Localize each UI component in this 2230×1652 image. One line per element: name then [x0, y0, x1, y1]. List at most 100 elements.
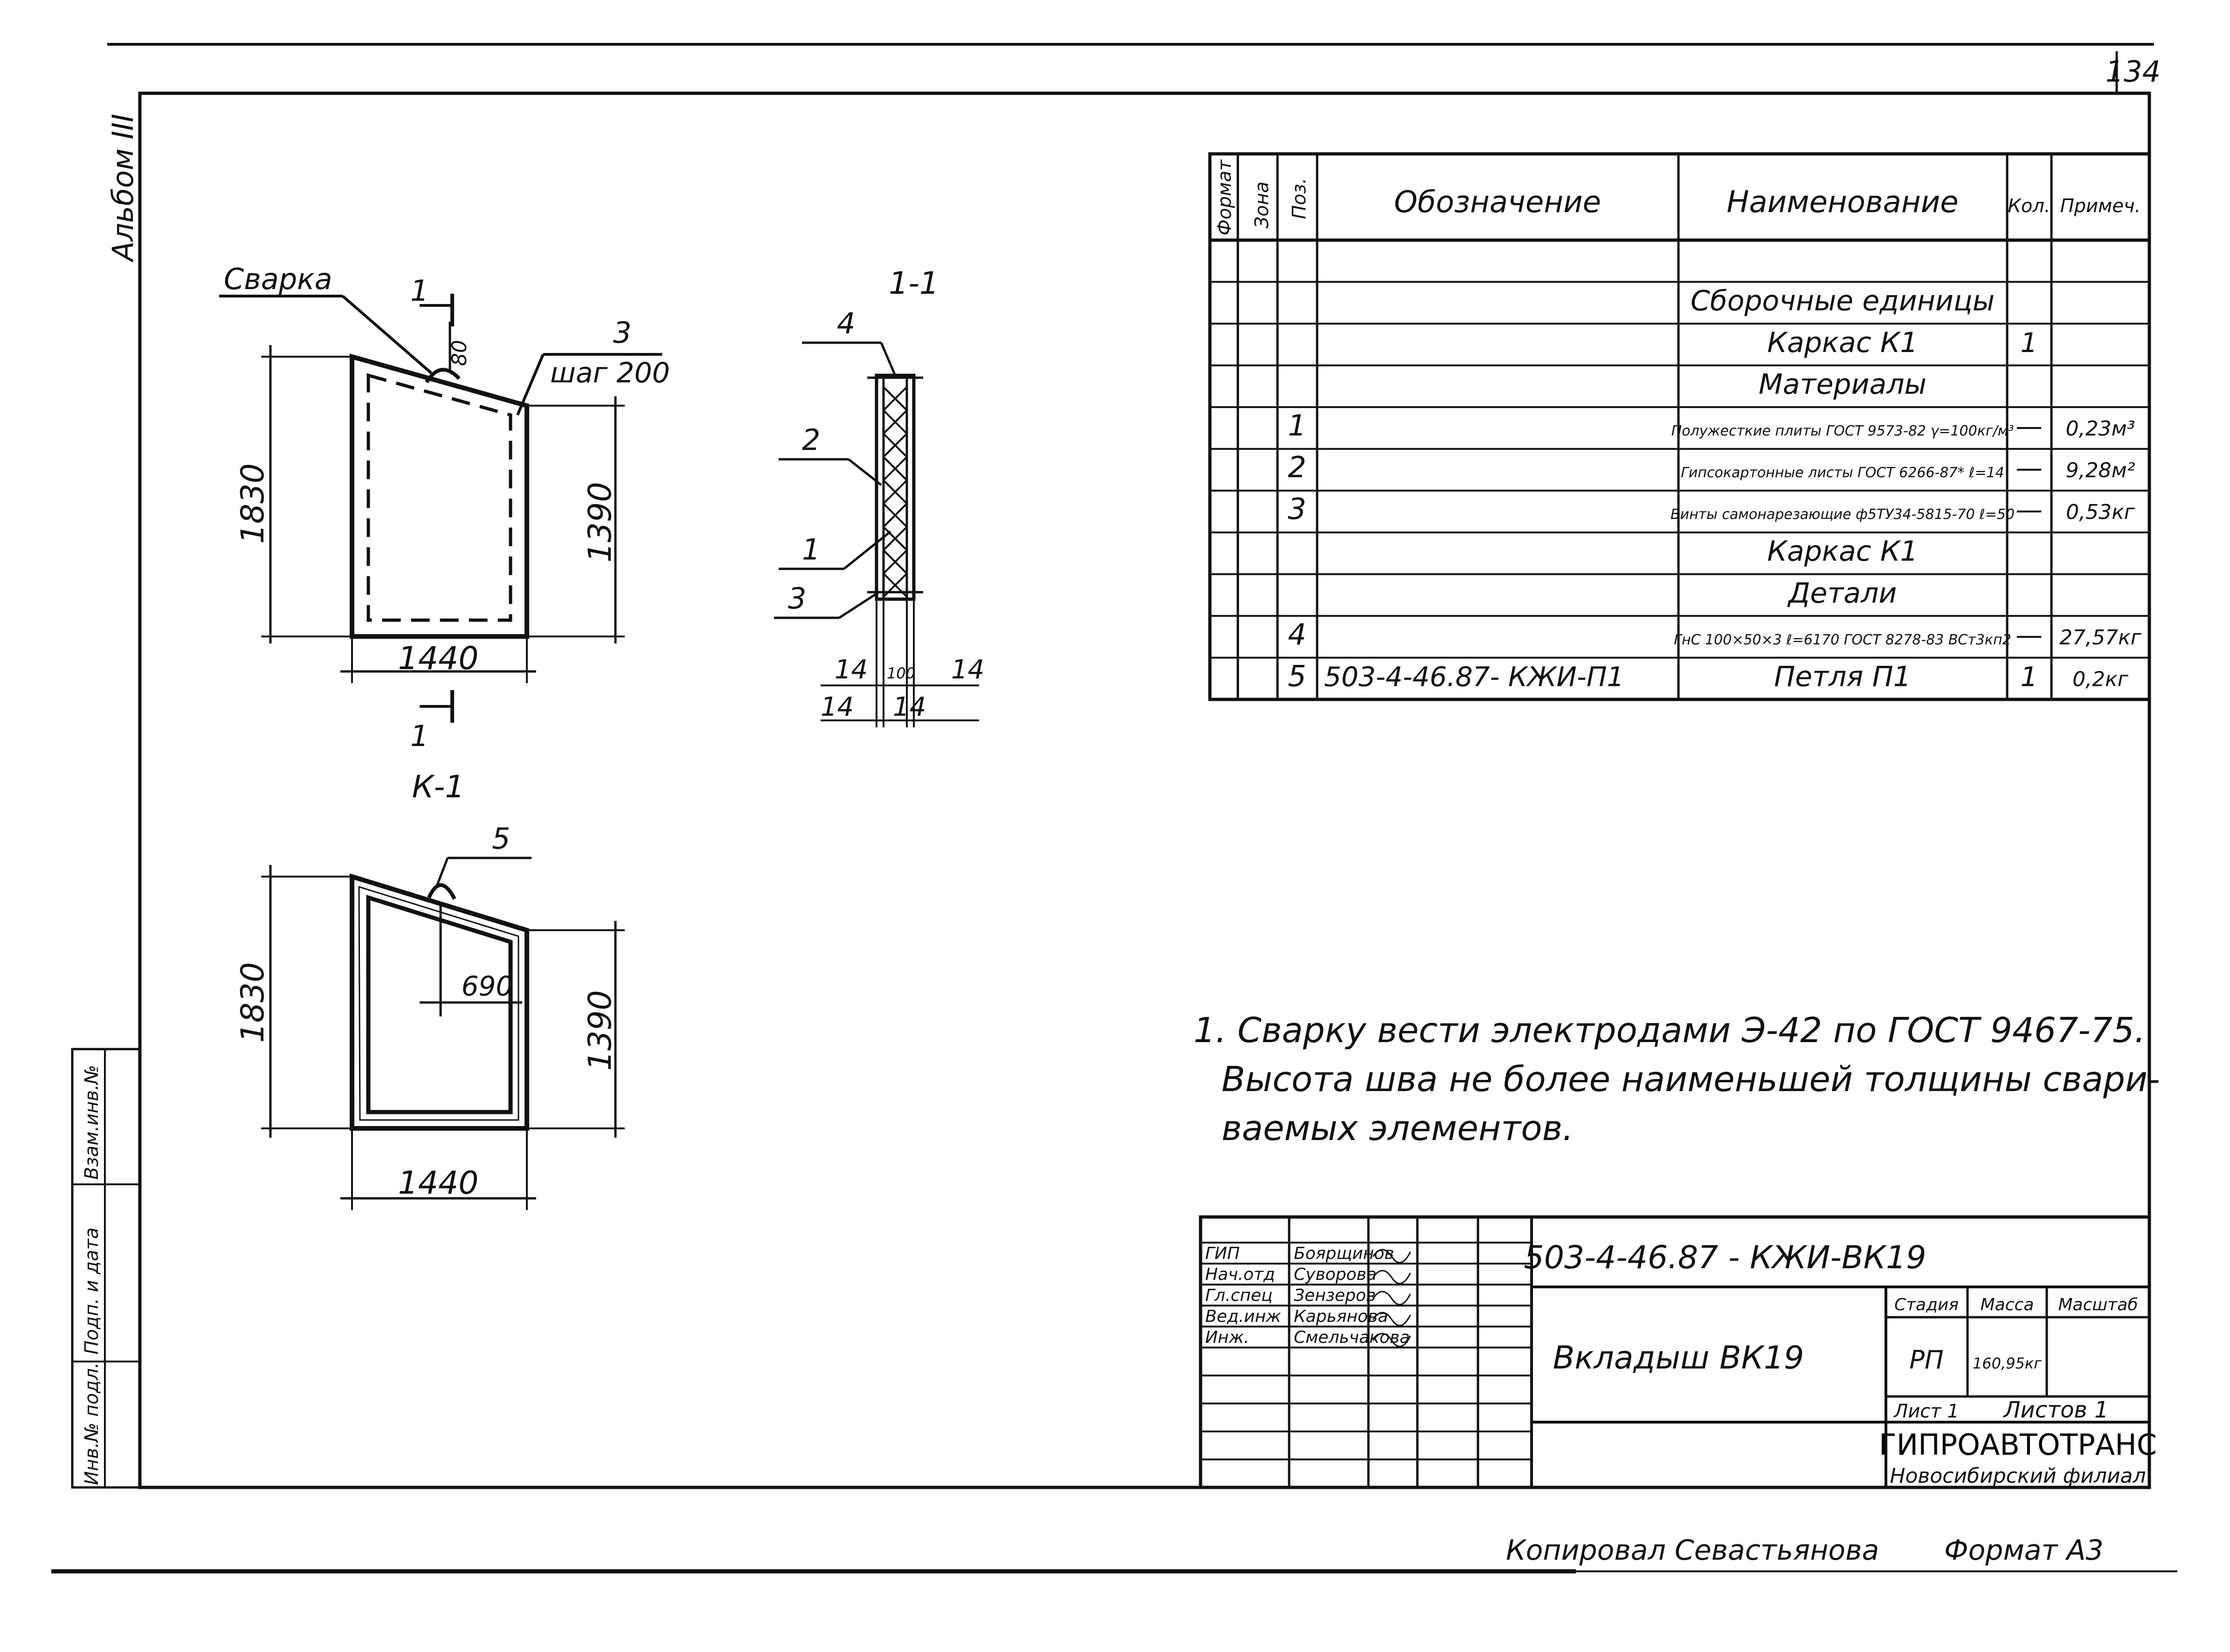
signature-name: Суворова [1294, 1265, 1377, 1284]
doc-code: 503-4-46.87 - КЖИ-ВК19 [1524, 1239, 1926, 1276]
branch-name: Новосибирский филиал [1890, 1464, 2146, 1488]
note-line-1: 1. Сварку вести электродами Э-42 по ГОСТ… [1194, 1010, 2146, 1051]
spec-row: 2 Гипсокартонные листы ГОСТ 6266-87* ℓ=14… [1288, 450, 2135, 484]
front-width: 1440 [398, 640, 478, 677]
spec-row-pos: 2 [1288, 450, 1306, 484]
signature-role: Инж. [1205, 1328, 1249, 1347]
general-notes: 1. Сварку вести электродами Э-42 по ГОСТ… [1194, 1010, 2160, 1148]
main-frame [138, 91, 2151, 1489]
signature-scribble [1372, 1249, 1411, 1264]
section-dim-14b: 14 [951, 655, 984, 685]
spec-header-zone: Зона [1251, 181, 1273, 228]
section-dim-14a: 14 [835, 655, 868, 685]
section-callout-4: 4 [837, 306, 855, 340]
note-line-3: ваемых элементов. [1222, 1108, 1574, 1148]
frame-width: 1440 [398, 1165, 478, 1202]
frame-height-left: 1830 [235, 962, 271, 1043]
section-dim-14c: 14 [821, 692, 854, 722]
spec-row-name: Полужесткие плиты ГОСТ 9573-82 γ=100кг/м… [1671, 423, 2014, 439]
panel-outline [350, 353, 529, 639]
spec-row-qty: — [2016, 452, 2043, 484]
page-number: 134 [2106, 55, 2161, 89]
spec-row: Каркас К1 [1767, 535, 1918, 568]
signature-row: Нач.отд Суворова [1205, 1265, 1411, 1285]
section-view: 1-1 4 2 1 3 14 100 14 14 14 [774, 265, 984, 727]
sheet-label: Лист 1 [1893, 1401, 1959, 1422]
spec-header-designation: Обозначение [1394, 185, 1601, 220]
album-label: Альбом III [106, 114, 140, 263]
note-line-2: Высота шва не более наименьшей толщины с… [1222, 1059, 2160, 1099]
stage-value: РП [1909, 1345, 1943, 1375]
item-name: Вкладыш ВК19 [1553, 1340, 1804, 1376]
spec-header-qty: Кол. [2008, 195, 2050, 217]
spec-row-pos: 3 [1288, 492, 1306, 526]
frame-inner-dim: 690 [462, 970, 513, 1002]
front-height-left: 1830 [235, 463, 271, 544]
spec-row-qty: — [2016, 494, 2043, 525]
frame-title: К-1 [412, 769, 465, 805]
stamp-sign-date: Подп. и дата [81, 1228, 103, 1355]
spec-row: Детали [1787, 577, 1897, 609]
spec-row-name: Петля П1 [1774, 660, 1911, 693]
spec-row-note: 27,57кг [2059, 626, 2142, 650]
spec-row-name: Детали [1787, 577, 1897, 609]
signature-scribble [1372, 1312, 1411, 1327]
section-callout-2: 2 [802, 423, 820, 457]
frame-height-right: 1390 [582, 990, 619, 1071]
mass-header: Масса [1981, 1295, 2034, 1314]
spec-row-pos: 1 [1288, 408, 1306, 442]
stamp-replace: Взам.инв.№ [81, 1065, 103, 1180]
item-3-note: шаг 200 [550, 357, 670, 389]
mass-value: 160,95кг [1973, 1355, 2042, 1372]
spec-row-note: 0,53кг [2066, 500, 2135, 524]
spec-header-note: Примеч. [2060, 195, 2141, 217]
signature-scribble [1372, 1291, 1411, 1306]
scale-header: Масштаб [2058, 1295, 2138, 1314]
spec-row-name: Гипсокартонные листы ГОСТ 6266-87* ℓ=14 [1681, 465, 2004, 481]
signature-name: Боярщинов [1294, 1244, 1394, 1263]
item-3-label: 3 [613, 316, 631, 350]
spec-row-pos: 4 [1288, 617, 1306, 651]
spec-row-designation: 503-4-46.87- КЖИ-П1 [1324, 661, 1624, 692]
signature-role: ГИП [1205, 1244, 1240, 1263]
spec-row-name: Каркас К1 [1767, 326, 1918, 359]
signature-role: Гл.спец [1205, 1286, 1273, 1305]
section-dim-100: 100 [887, 664, 915, 682]
signature-row: Вед.инж Карьянова [1205, 1307, 1411, 1327]
spec-row-qty: 1 [2021, 661, 2038, 692]
stage-header: Стадия [1894, 1295, 1959, 1314]
spec-header-pos: Поз. [1289, 178, 1310, 219]
front-view: Сварка 80 3 шаг 200 1 1 1830 1390 1440 [219, 262, 670, 753]
spec-header-format: Формат [1214, 159, 1236, 235]
spec-row-note: 0,23м³ [2066, 417, 2135, 441]
spec-row-note: 0,2кг [2072, 667, 2129, 691]
signature-role: Нач.отд [1205, 1265, 1275, 1284]
signature-scribble [1372, 1270, 1411, 1285]
signature-scribble [1372, 1333, 1411, 1348]
sheets-label: Листов 1 [2002, 1397, 2108, 1423]
spec-row: 1 Полужесткие плиты ГОСТ 9573-82 γ=100кг/… [1288, 408, 2135, 442]
stamp-inv: Инв.№ подл. [81, 1362, 103, 1485]
section-callout-1: 1 [802, 532, 820, 567]
spec-row: Сборочные единицы [1691, 284, 1995, 317]
spec-header-name: Наименование [1726, 185, 1958, 220]
section-callout-3: 3 [788, 581, 806, 615]
section-mark-bottom: 1 [410, 719, 428, 753]
signature-role: Вед.инж [1205, 1307, 1281, 1326]
spec-row-name: ГнС 100×50×3 ℓ=6170 ГОСТ 8278-83 ВСт3кп2 [1674, 632, 2011, 648]
spec-row: Материалы [1759, 368, 1926, 401]
spec-row-name: Материалы [1759, 368, 1926, 401]
signature-name: Карьянова [1294, 1307, 1388, 1326]
weld-size: 80 [448, 340, 471, 366]
spec-row-note: 9,28м² [2066, 459, 2135, 483]
frame-loop-label: 5 [492, 822, 510, 856]
weld-bump [425, 367, 461, 384]
copied-by: Копировал Севастьянова [1506, 1534, 1879, 1567]
